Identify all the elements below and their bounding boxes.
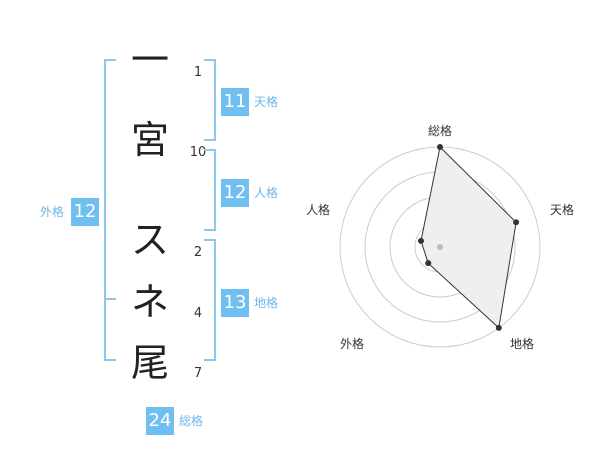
radar-center-dot [437,244,443,250]
name-char-4: ネ [130,280,169,324]
radar-label-gaikaku: 外格 [340,337,365,351]
stroke-count-3: 2 [193,245,203,260]
stroke-count-5: 7 [193,366,203,381]
radar-points [417,144,520,331]
stroke-count-4: 4 [193,306,203,321]
chikaku-bracket [204,239,216,361]
radar-label-tenkaku: 天格 [550,203,575,217]
radar-point-3 [495,324,502,331]
tenkaku-bracket [204,59,216,141]
radar-point-2 [513,219,520,226]
radar-point-5 [417,237,424,244]
jinkaku-bracket [204,149,216,231]
stroke-count-2: 10 [189,145,207,160]
name-char-1: 一 [130,38,169,82]
radar-point-1 [437,144,443,150]
radar-label-soukaku: 総格 [428,124,453,138]
gaikaku-label: 外格 [40,205,65,219]
chikaku-badge: 13 [221,289,249,317]
radar-point-4 [425,260,432,267]
stroke-count-1: 1 [193,65,203,80]
radar-label-jinkaku: 人格 [306,203,331,217]
chikaku-label: 地格 [254,296,279,310]
soukaku-label: 総格 [179,414,204,428]
soukaku-badge: 24 [146,407,174,435]
name-char-3: ス [130,218,169,262]
radar-area [420,145,517,329]
tenkaku-badge: 11 [221,88,249,116]
gaikaku-badge: 12 [71,198,99,226]
name-char-2: 宮 [130,118,169,162]
radar-chart [339,144,541,348]
tenkaku-label: 天格 [254,95,279,109]
jinkaku-label: 人格 [254,186,279,200]
jinkaku-badge: 12 [221,179,249,207]
gaikaku-tick [104,298,116,300]
name-char-5: 尾 [130,341,169,385]
radar-label-chikaku: 地格 [510,337,535,351]
gaikaku-bracket [104,59,116,361]
